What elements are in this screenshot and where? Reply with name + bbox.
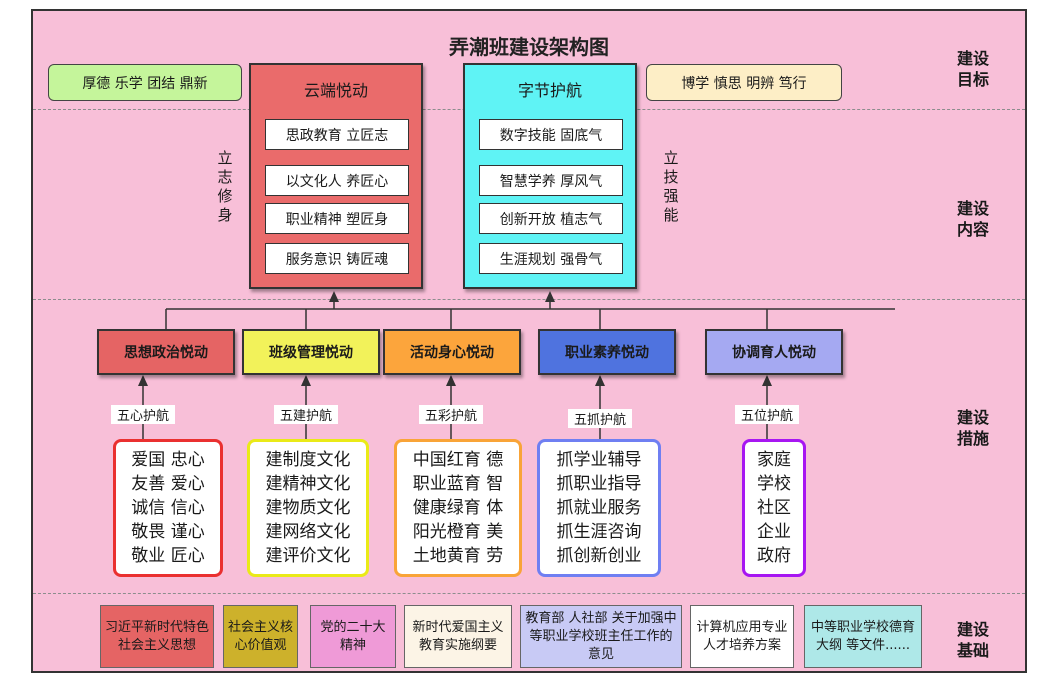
- diagram-title: 弄潮班建设架构图: [449, 35, 609, 59]
- list-item: 诚信 信心: [131, 498, 205, 518]
- measure-tag-5: 五位护航: [735, 405, 799, 424]
- cloud-box: 云端悦动 思政教育 立匠志 以文化人 养匠心 职业精神 塑匠身 服务意识 铸匠魂: [249, 63, 423, 289]
- side-label-basis: 建设 基础: [943, 619, 1003, 661]
- list-item: 抓学业辅导: [556, 450, 642, 470]
- list-item: 学校: [757, 474, 791, 494]
- list-item: 敬业 匠心: [131, 546, 205, 566]
- list-item: 建评价文化: [265, 546, 351, 566]
- basis-box-6: 计算机应用专业人才培养方案: [690, 605, 794, 668]
- side-label-measures-line2: 措施: [956, 429, 989, 448]
- byte-item-2: 智慧学养 厚风气: [479, 165, 623, 196]
- goal-right: 博学 慎思 明辨 笃行: [646, 64, 842, 101]
- cloud-item-3: 职业精神 塑匠身: [265, 203, 409, 234]
- measure-list-4: 抓学业辅导 抓职业指导 抓就业服务 抓生涯咨询 抓创新创业: [537, 439, 661, 577]
- measure-tag-3: 五彩护航: [419, 405, 483, 424]
- side-label-basis-line1: 建设: [956, 620, 989, 639]
- side-label-content: 建设 内容: [943, 198, 1003, 240]
- list-item: 建物质文化: [265, 498, 351, 518]
- byte-item-4: 生涯规划 强骨气: [479, 243, 623, 274]
- category-box-5: 协调育人悦动: [705, 329, 843, 375]
- byte-item-1: 数字技能 固底气: [479, 119, 623, 150]
- side-label-goal-line2: 目标: [956, 70, 989, 89]
- goal-left: 厚德 乐学 团结 鼎新: [48, 64, 242, 101]
- list-item: 政府: [757, 546, 791, 566]
- category-box-2: 班级管理悦动: [242, 329, 380, 375]
- measure-list-3: 中国红育 德 职业蓝育 智 健康绿育 体 阳光橙育 美 土地黄育 劳: [394, 439, 522, 577]
- list-item: 社区: [757, 498, 791, 518]
- category-box-4: 职业素养悦动: [538, 329, 676, 375]
- basis-box-7: 中等职业学校德育大纲 等文件......: [804, 605, 922, 668]
- list-item: 土地黄育 劳: [412, 546, 504, 566]
- basis-box-5: 教育部 人社部 关于加强中等职业学校班主任工作的意见: [520, 605, 682, 668]
- measure-tag-2: 五建护航: [274, 405, 338, 424]
- list-item: 建网络文化: [265, 522, 351, 542]
- measure-list-1: 爱国 忠心 友善 爱心 诚信 信心 敬畏 谨心 敬业 匠心: [113, 439, 223, 577]
- side-label-measures: 建设 措施: [943, 407, 1003, 449]
- list-item: 爱国 忠心: [131, 450, 205, 470]
- list-item: 建精神文化: [265, 474, 351, 494]
- divider-measures: [33, 593, 1025, 594]
- side-label-goal: 建设 目标: [943, 48, 1003, 90]
- side-label-content-line2: 内容: [956, 220, 989, 239]
- basis-box-1: 习近平新时代特色社会主义思想: [100, 605, 214, 668]
- category-box-1: 思想政治悦动: [97, 329, 235, 375]
- list-item: 抓职业指导: [556, 474, 642, 494]
- cloud-vertical-label: 立志修身: [217, 149, 233, 224]
- category-box-3: 活动身心悦动: [383, 329, 521, 375]
- list-item: 家庭: [757, 450, 791, 470]
- byte-box: 字节护航 数字技能 固底气 智慧学养 厚风气 创新开放 植志气 生涯规划 强骨气: [463, 63, 637, 289]
- list-item: 中国红育 德: [412, 450, 504, 470]
- measure-tag-1: 五心护航: [111, 405, 175, 424]
- byte-vertical-label: 立技强能: [663, 149, 679, 224]
- side-label-content-line1: 建设: [956, 199, 989, 218]
- diagram-frame: 弄潮班建设架构图 建设 目标 建设 内容 建设 措施 建设 基础 厚德 乐学 团…: [31, 9, 1027, 673]
- basis-box-4: 新时代爱国主义教育实施纲要: [404, 605, 512, 668]
- list-item: 抓创新创业: [556, 546, 642, 566]
- basis-box-3: 党的二十大精神: [310, 605, 396, 668]
- divider-content: [33, 299, 1025, 300]
- list-item: 抓生涯咨询: [556, 522, 642, 542]
- side-label-basis-line2: 基础: [956, 641, 989, 660]
- list-item: 敬畏 谨心: [131, 522, 205, 542]
- basis-box-2: 社会主义核心价值观: [223, 605, 298, 668]
- byte-item-3: 创新开放 植志气: [479, 203, 623, 234]
- list-item: 阳光橙育 美: [412, 522, 504, 542]
- measure-list-5: 家庭 学校 社区 企业 政府: [742, 439, 806, 577]
- measure-list-2: 建制度文化 建精神文化 建物质文化 建网络文化 建评价文化: [247, 439, 369, 577]
- list-item: 友善 爱心: [131, 474, 205, 494]
- cloud-item-4: 服务意识 铸匠魂: [265, 243, 409, 274]
- list-item: 企业: [757, 522, 791, 542]
- side-label-measures-line1: 建设: [956, 408, 989, 427]
- measure-tag-4: 五抓护航: [568, 409, 632, 428]
- side-label-goal-line1: 建设: [956, 49, 989, 68]
- list-item: 职业蓝育 智: [412, 474, 504, 494]
- list-item: 抓就业服务: [556, 498, 642, 518]
- cloud-item-1: 思政教育 立匠志: [265, 119, 409, 150]
- list-item: 健康绿育 体: [412, 498, 504, 518]
- byte-header: 字节护航: [517, 81, 582, 100]
- cloud-header: 云端悦动: [303, 81, 368, 100]
- cloud-item-2: 以文化人 养匠心: [265, 165, 409, 196]
- list-item: 建制度文化: [265, 450, 351, 470]
